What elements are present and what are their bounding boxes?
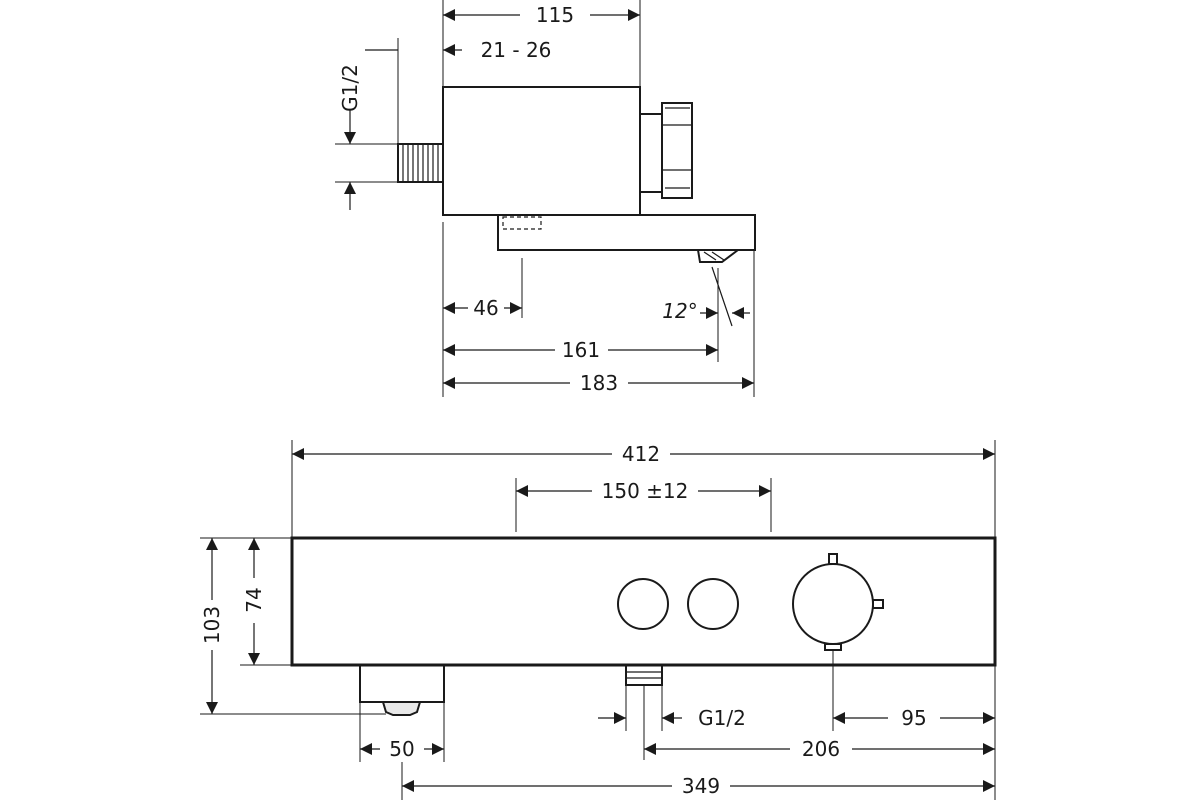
push-button-left bbox=[617, 578, 669, 630]
side-thermostat-knob bbox=[639, 102, 693, 199]
side-mixer-body bbox=[442, 86, 641, 216]
side-dim-inlet-thread: G1/2 bbox=[338, 64, 362, 112]
side-dim-wall-offset: 21 - 26 bbox=[481, 38, 552, 62]
front-mixer-body bbox=[290, 536, 997, 667]
front-dim-inlet-thread: G1/2 bbox=[698, 706, 746, 730]
side-thread-inlet bbox=[397, 143, 444, 183]
side-dim-depth: 115 bbox=[536, 3, 574, 27]
front-dim-overall-width: 412 bbox=[622, 442, 660, 466]
side-view: 115 21 - 26 G1/2 46 12° 161 183 bbox=[335, 0, 756, 397]
front-view: 412 150 ±12 103 74 50 G1/2 bbox=[200, 440, 997, 800]
thermostat-knob bbox=[792, 553, 884, 651]
side-spout bbox=[497, 214, 756, 263]
side-dim-spout-outlet: 46 bbox=[473, 296, 498, 320]
side-dim-spout-angle: 12° bbox=[662, 299, 697, 323]
push-button-right bbox=[687, 578, 739, 630]
front-dim-body-height: 74 bbox=[242, 587, 266, 612]
front-spout-outlet bbox=[359, 664, 445, 716]
front-dim-outlet-to-edge: 349 bbox=[682, 774, 720, 798]
front-dim-outlet-width: 50 bbox=[389, 737, 414, 761]
front-dim-inlet-to-edge: 206 bbox=[802, 737, 840, 761]
front-dim-inlet-spacing: 150 ±12 bbox=[602, 479, 689, 503]
side-dim-spout-projection: 161 bbox=[562, 338, 600, 362]
front-dim-knob-to-edge: 95 bbox=[901, 706, 926, 730]
side-dim-overall-projection: 183 bbox=[580, 371, 618, 395]
front-dim-overall-height: 103 bbox=[200, 606, 224, 644]
front-thread-inlet bbox=[625, 664, 663, 686]
